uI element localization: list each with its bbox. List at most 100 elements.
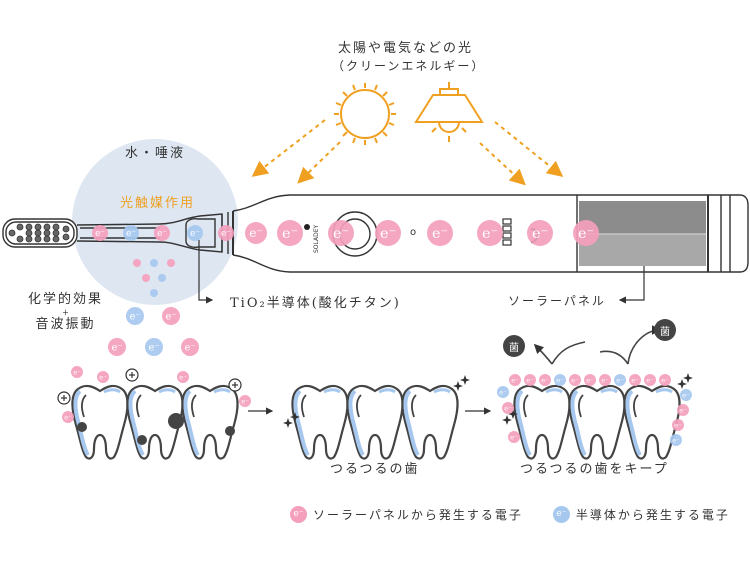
- electron-symbol: e⁻: [601, 376, 609, 384]
- electron-symbol: e⁻: [249, 226, 263, 240]
- brand-label: SOLADEY: [313, 224, 320, 253]
- indicator-dot-icon: [304, 224, 310, 230]
- electron-symbol: e⁻: [499, 388, 507, 396]
- keep-smooth-label: つるつるの歯をキープ: [520, 462, 669, 477]
- electron-symbol: e⁻: [679, 406, 687, 414]
- lamp-icon: [414, 82, 484, 142]
- solar-electron: [629, 374, 641, 386]
- semiconductor-electron: [123, 225, 139, 241]
- bacteria-label-2: 菌: [660, 327, 670, 338]
- legend-solar-text: ソーラーパネルから発生する電子: [313, 508, 523, 522]
- semiconductor-electron: [150, 259, 158, 267]
- solar-electron: [539, 374, 551, 386]
- solar-electron: [659, 374, 671, 386]
- teeth-smooth: [283, 375, 470, 461]
- electrons: e⁻ e⁻ e⁻ e⁻ e⁻ e⁻ e⁻ e⁻ e⁻ e⁻ e⁻ e⁻ e⁻ e⁻ e⁻ e⁻ e⁻ e⁻ e⁻ e⁻…: [62, 220, 692, 446]
- electron-symbol: e⁻: [221, 229, 231, 239]
- bacteria-arrows: [533, 325, 662, 365]
- solar-electron: [524, 374, 536, 386]
- solar-electron: [181, 338, 199, 356]
- semiconductor-electron: [554, 374, 566, 386]
- light-source-title: 太陽や電気などの光: [338, 41, 474, 56]
- electron-symbol: e⁻: [482, 226, 498, 242]
- solar-electron: [527, 220, 553, 246]
- electron-symbol: e⁻: [184, 342, 195, 353]
- electron-symbol: e⁻: [333, 226, 349, 242]
- electron-symbol: e⁻: [73, 368, 81, 376]
- solar-electron: [509, 374, 521, 386]
- legend-pink-electron-icon: e⁻: [290, 506, 307, 523]
- solar-electron: [142, 274, 150, 282]
- solar-electron: [508, 431, 520, 443]
- chemical-effect-label: 化学的効果: [28, 292, 104, 307]
- water-saliva-label: 水・唾液: [125, 146, 186, 161]
- light-source-subtitle: （クリーンエネルギー）: [332, 59, 486, 73]
- plaque-dot: [225, 426, 235, 436]
- bacteria-label-1: 菌: [509, 343, 519, 354]
- solar-electron: [599, 374, 611, 386]
- electron-symbol: e⁻: [631, 376, 639, 384]
- solar-panel-label: ソーラーパネル: [508, 294, 606, 308]
- electron-symbol: e⁻: [165, 311, 176, 322]
- electron-symbol: e⁻: [586, 376, 594, 384]
- solar-electron: [328, 220, 354, 246]
- solar-electron: [672, 419, 684, 431]
- solar-electron: [644, 374, 656, 386]
- electron-symbol: e⁻: [111, 342, 122, 353]
- legend: e⁻ ソーラーパネルから発生する電子 e⁻ 半導体から発生する電子: [290, 506, 730, 523]
- electron-symbol: e⁻: [541, 376, 549, 384]
- electron-symbol: e⁻: [64, 413, 72, 421]
- light-rays: [251, 119, 564, 186]
- electron-symbol: e⁻: [148, 342, 159, 353]
- semiconductor-electron: [680, 389, 692, 401]
- electron-symbol: e⁻: [616, 376, 624, 384]
- electron-symbol: e⁻: [511, 376, 519, 384]
- plus-glyphs: [61, 372, 238, 401]
- solar-electron: [277, 220, 303, 246]
- electron-symbol: e⁻: [129, 311, 140, 322]
- plaque-dot: [168, 413, 184, 429]
- solar-electron: [71, 366, 83, 378]
- electron-symbol: e⁻: [682, 391, 690, 399]
- electron-symbol: e⁻: [532, 226, 548, 242]
- solar-electron: [677, 404, 689, 416]
- battery-icon: [502, 218, 512, 246]
- semiconductor-electron: [614, 374, 626, 386]
- solar-electron: [584, 374, 596, 386]
- solar-electron: [569, 374, 581, 386]
- solar-electron: [167, 259, 175, 267]
- electron-symbol: e⁻: [380, 226, 396, 242]
- solar-electron: [97, 371, 109, 383]
- photocatalysis-area: [72, 139, 238, 305]
- electron-symbol: e⁻: [504, 404, 512, 412]
- solar-electron: [218, 225, 234, 241]
- solar-electron: [108, 338, 126, 356]
- electron-symbol: e⁻: [646, 376, 654, 384]
- electron-symbol: e⁻: [179, 373, 187, 381]
- solar-electron: [502, 402, 514, 414]
- bristles: [8, 223, 70, 243]
- semiconductor-electron: [497, 386, 509, 398]
- solar-electron: [245, 222, 267, 244]
- electron-symbol: e⁻: [556, 376, 564, 384]
- electron-symbol: e⁻: [672, 436, 680, 444]
- solar-electron: [477, 220, 503, 246]
- electron-symbol: e⁻: [571, 376, 579, 384]
- solar-electron: [177, 371, 189, 383]
- electron-symbol: e⁻: [526, 376, 534, 384]
- solar-electron: [133, 259, 141, 267]
- legend-semiconductor-text: 半導体から発生する電子: [575, 508, 730, 522]
- plaque-dot: [77, 422, 87, 432]
- electron-symbol: e⁻: [99, 373, 107, 381]
- solar-electron: [92, 225, 108, 241]
- electron-symbol: e⁻: [432, 226, 448, 242]
- tio2-label: TiO₂半導体(酸化チタン): [230, 296, 401, 311]
- electron-symbol: e⁻: [674, 421, 682, 429]
- power-mark: o: [410, 227, 417, 238]
- solar-panel: [579, 201, 706, 266]
- semiconductor-electron: [670, 434, 682, 446]
- semiconductor-electron: [187, 225, 203, 241]
- solar-electron: [427, 220, 453, 246]
- plaque-dot: [137, 435, 147, 445]
